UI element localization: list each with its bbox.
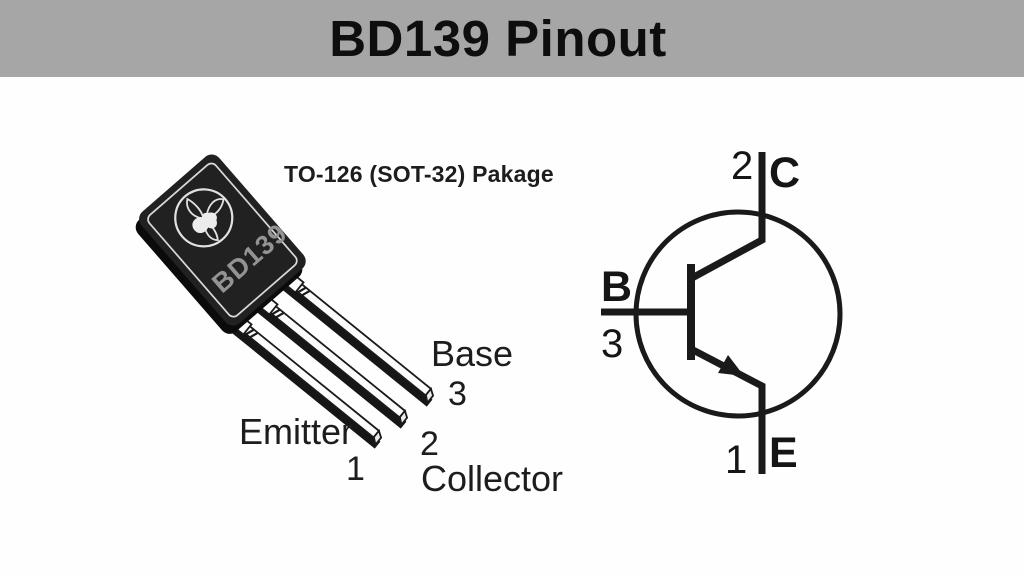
- lead-tip-emitter: [372, 428, 383, 447]
- transistor-symbol: [601, 152, 843, 474]
- symbol-pin-number-collector: 2: [731, 144, 754, 188]
- page-title: BD139 Pinout: [329, 10, 667, 67]
- pin-number-collector: 2: [420, 425, 439, 463]
- symbol-letter-collector: C: [769, 149, 801, 197]
- emitter-line: [691, 346, 766, 474]
- pin-number-emitter: 1: [346, 450, 365, 488]
- emitter-arrow-icon: [718, 355, 744, 376]
- symbol-letter-base: B: [601, 263, 633, 311]
- package-body: [135, 154, 306, 334]
- symbol-pin-number-base: 3: [601, 322, 624, 366]
- pin-number-base: 3: [448, 375, 467, 413]
- package-type-label: TO-126 (SOT-32) Pakage: [284, 161, 554, 187]
- collector-line: [690, 152, 766, 282]
- manufacturer-logo-icon: [174, 188, 234, 248]
- lead-tip-collector: [398, 408, 409, 427]
- symbol-letter-emitter: E: [769, 429, 798, 477]
- pin-name-emitter: Emitter: [239, 411, 354, 452]
- pin-name-collector: Collector: [421, 458, 564, 499]
- package-lead-collector: [249, 288, 409, 429]
- lead-tip-base: [424, 386, 435, 405]
- package-inner-outline: [147, 162, 298, 318]
- header-bar: BD139 Pinout: [0, 0, 1024, 77]
- symbol-pin-number-emitter: 1: [725, 438, 748, 482]
- pin-name-base: Base: [431, 333, 514, 374]
